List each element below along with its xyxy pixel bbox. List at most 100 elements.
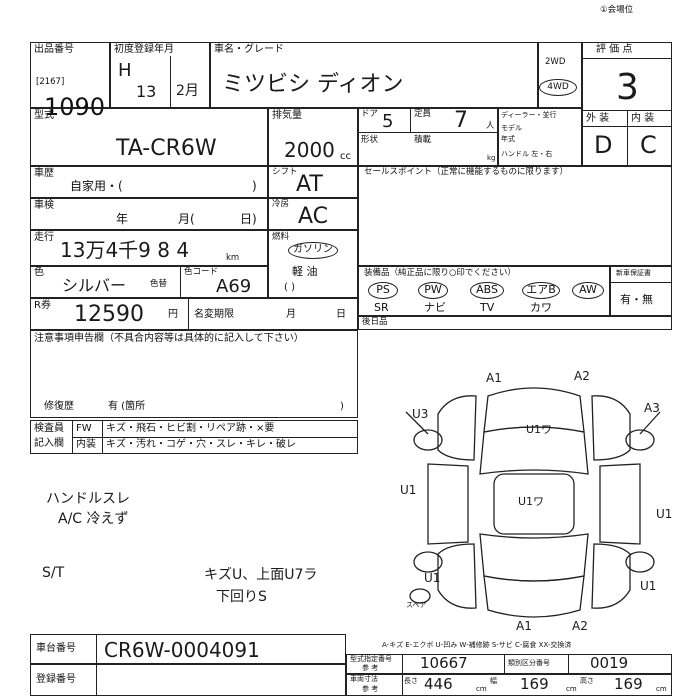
- score-ext-value: D: [594, 131, 613, 159]
- recycle-unit: 円: [168, 309, 178, 320]
- inspection-box: [30, 198, 268, 230]
- meigi-day: 日: [336, 309, 346, 320]
- equipment-ps: PS: [368, 282, 398, 299]
- shift-box: [268, 166, 358, 198]
- mileage-unit: km: [226, 253, 240, 263]
- inspector-in: 内装: [76, 439, 96, 450]
- inspection-month: 月(: [178, 212, 195, 226]
- car-name-box: [210, 42, 538, 108]
- sales-point-label: セールスポイント（正常に機能するものに限ります）: [364, 167, 569, 177]
- type-approval-label: 型式指定番号: [350, 655, 392, 663]
- mark-a1-bottom: A1: [516, 619, 532, 633]
- chassis-value: CR6W-0004091: [104, 638, 260, 662]
- rear-box: [358, 316, 672, 330]
- inspector-fw: FW: [76, 423, 92, 434]
- dealer-line2: モデル: [501, 124, 522, 132]
- recycle-value: 12590: [74, 302, 144, 327]
- fuel-box: [268, 230, 358, 298]
- capacity-value: 7: [454, 108, 468, 133]
- meigi-label: 名変期限: [194, 309, 234, 320]
- loading-unit: kg: [487, 154, 496, 162]
- history-close: ): [252, 179, 257, 193]
- chassis-box: [30, 634, 346, 664]
- length-label: 長さ: [404, 677, 418, 685]
- dealer-line4: ハンドル 左・右: [501, 150, 553, 158]
- height-unit: cm: [656, 685, 667, 693]
- displacement-label: 排気量: [272, 110, 302, 121]
- mark-a3-right: A3: [644, 401, 660, 415]
- mark-u1-roof: U1ワ: [518, 495, 545, 508]
- history-label: 車歴: [34, 168, 54, 179]
- width-value: 169: [520, 675, 549, 693]
- mark-u1-hood: U1ワ: [526, 423, 553, 436]
- car-name-label: 車名・グレード: [214, 44, 284, 55]
- inspector-fw-items: キズ・飛石・ヒビ割・リペア跡・×要: [106, 423, 275, 434]
- history-value: 自家用・(: [70, 179, 123, 193]
- inspection-label: 車検: [34, 200, 54, 211]
- mark-u1-right-low: U1: [640, 579, 657, 593]
- chassis-label: 車台番号: [36, 643, 76, 654]
- width-unit: cm: [566, 685, 577, 693]
- dimensions-box: [346, 674, 672, 696]
- mark-u1-left-low: U1: [424, 571, 441, 585]
- doors-value: 5: [382, 111, 394, 132]
- score-int-label: 内 装: [631, 113, 655, 124]
- inspection-day: 日): [240, 212, 257, 226]
- color-box: [30, 266, 268, 298]
- auction-number: 1090: [44, 93, 106, 121]
- class-label: 類別区分番号: [508, 659, 550, 667]
- color-label: 色: [34, 267, 44, 278]
- displacement-unit: cc: [340, 151, 351, 162]
- model-box: [30, 108, 268, 166]
- first-reg-month: 2月: [176, 83, 199, 99]
- equipment-sr: SR: [374, 301, 389, 314]
- hw-note-1: ハンドルスレ: [46, 491, 130, 507]
- mark-spare: スペア: [406, 601, 427, 609]
- inspection-year: 年: [116, 212, 129, 226]
- equipment-box: [358, 266, 610, 316]
- score-ext-label: 外 装: [586, 113, 610, 124]
- fuel-other: ( ): [284, 282, 295, 293]
- repair-label: 修復歴: [44, 401, 74, 412]
- mark-u1-right: U1: [656, 507, 673, 521]
- sales-point-box: [358, 166, 672, 266]
- first-reg-era: H: [118, 60, 132, 81]
- repair-value: 有 (箇所: [108, 401, 146, 412]
- damage-legend: A-キズ E-エクボ U-凹み W-補修跡 S-サビ C-腐食 XX-交換済: [382, 641, 572, 649]
- length-value: 446: [424, 675, 453, 693]
- rear-seat-label: 後日品: [362, 317, 388, 327]
- drive-box: [538, 42, 582, 108]
- mark-u3-left: U3: [412, 407, 429, 421]
- capacity-label: 定員: [414, 109, 432, 119]
- equipment-kawa: カワ: [530, 301, 552, 314]
- warranty-box: [610, 266, 672, 316]
- venue-label: ①会場位: [600, 5, 634, 15]
- recycle-box: [30, 298, 358, 330]
- mileage-value: 13万4千9 8 4: [60, 238, 190, 262]
- type-approval-value: 10667: [420, 654, 468, 672]
- equipment-label: 装備品（純正品に限り○印でください）: [364, 268, 516, 278]
- equipment-pw: PW: [418, 282, 448, 299]
- hw-note-5: 下回りS: [216, 589, 267, 605]
- history-box: [30, 166, 268, 198]
- equipment-navi: ナビ: [424, 301, 446, 314]
- dealer-line3: 年式: [501, 135, 515, 143]
- fuel-label: 燃料: [272, 232, 290, 242]
- auction-number-box: [30, 42, 110, 108]
- ac-label: 冷房: [272, 199, 290, 209]
- auction-number-label: 出品番号: [34, 44, 74, 55]
- type-approval-box: [346, 654, 672, 674]
- mark-u1-left: U1: [400, 483, 417, 497]
- hw-note-4: キズU、上面U7ラ: [204, 567, 318, 583]
- equipment-aw: AW: [572, 282, 604, 299]
- mileage-label: 走行: [34, 232, 54, 243]
- loading-label: 積載: [414, 135, 432, 145]
- score-int-value: C: [640, 131, 657, 159]
- fuel-gasoline: ガソリン: [288, 242, 338, 259]
- color-change-label: 色替: [150, 279, 168, 289]
- meigi-month: 月: [286, 309, 296, 320]
- registration-box: [30, 664, 346, 696]
- equipment-abs: ABS: [470, 282, 504, 299]
- first-reg-label: 初度登録年月: [114, 44, 174, 55]
